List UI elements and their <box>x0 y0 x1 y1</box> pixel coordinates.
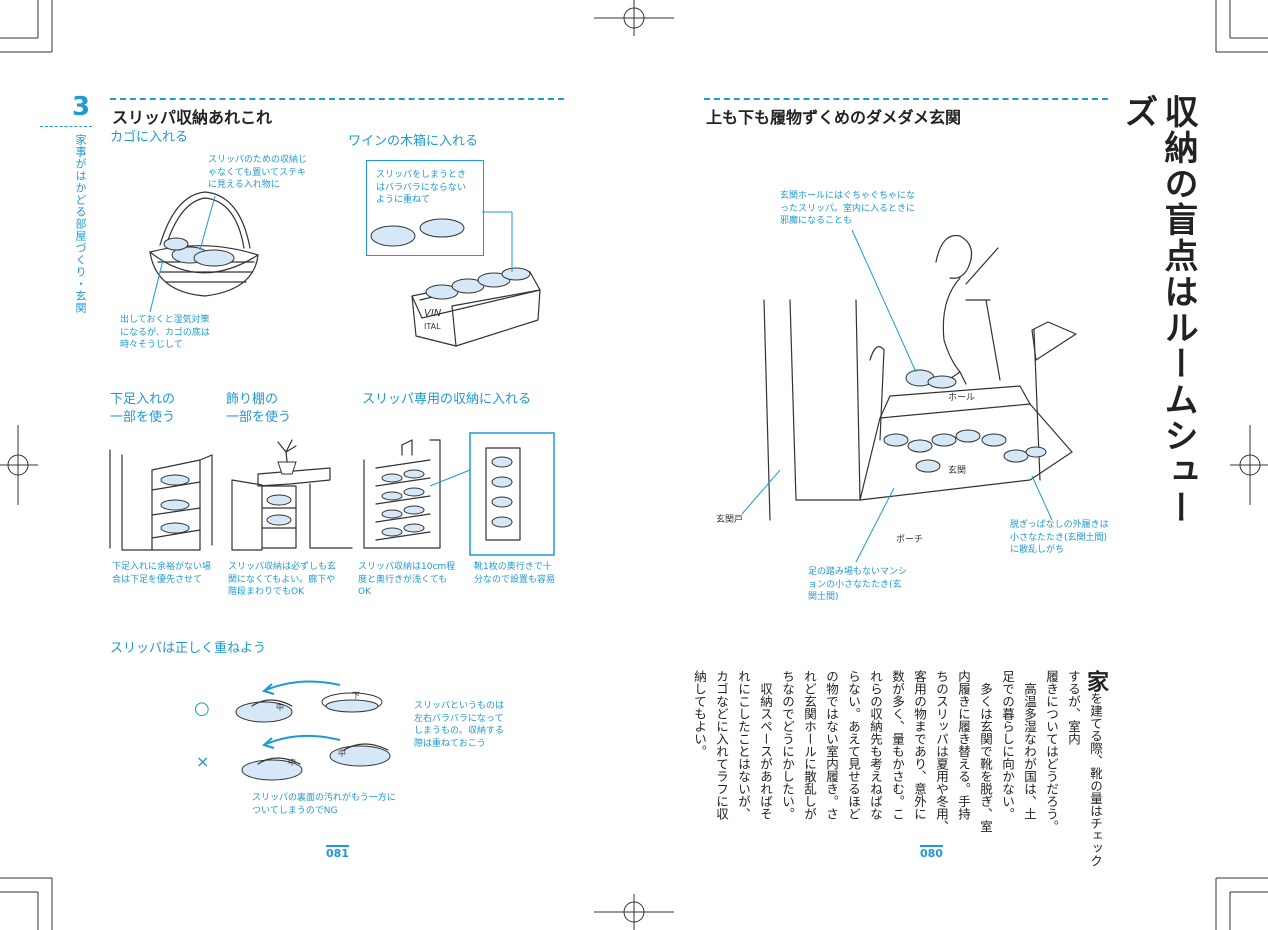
chapter-divider <box>40 126 92 127</box>
body-col-9: れらの収納先も考えねばな <box>868 670 883 820</box>
option3-note-2: 靴1枚の奥行きで十分なので設置も容易 <box>474 562 556 585</box>
entrance-label-genkan: 玄関 <box>948 466 967 476</box>
body-col-13: ちなのでどうにかしたい。 <box>780 670 795 820</box>
body-col-14: 収納スペースがあればそ <box>758 682 773 821</box>
right-page-title: 上も下も履物ずくめのダメダメ玄関 <box>706 108 962 127</box>
body-col-5: 内履きに履き替える。手持 <box>956 670 971 820</box>
body-col-12: れど玄関ホールに散乱しが <box>802 670 817 820</box>
body-text: 家を建てる際、靴の量はチェックするが、室内 履きについてはどうだろう。 高温多湿… <box>692 670 1108 870</box>
option3-heading: スリッパ専用の収納に入れる <box>362 392 532 407</box>
good-mark: ○ <box>194 698 210 719</box>
body-drop-cap: 家 <box>1083 670 1108 692</box>
option2-note: スリッパ収納は必ずしも玄関になくてもよい。廊下や階段まわりでもOK <box>228 562 337 597</box>
right-page-number: 080 <box>920 845 943 860</box>
wine-box-label-2: ITAL <box>424 322 441 331</box>
body-col-11: の物ではない室内履き。さ <box>824 670 839 820</box>
body-col-1: 履きについてはどうだろう。 <box>1044 670 1059 833</box>
entrance-note-bottom: 足の踏み場もないマンションの小さなたたき(玄関土間) <box>808 567 908 602</box>
page-title-rule <box>110 98 564 100</box>
option2-heading-2: 一部を使う <box>226 410 292 425</box>
option3-note-1: スリッパ収納は10cm程度と奥行きが浅くてもOK <box>358 562 456 597</box>
body-col-3: 足での暮らしに向かない。 <box>1000 670 1015 820</box>
vertical-title: 収納の盲点はルームシューズ <box>1118 94 1198 526</box>
entrance-note-right: 脱ぎっぱなしの外履きは小さなたたき(玄関土間)に散乱しがち <box>1010 520 1109 555</box>
body-col-4: 多くは玄関で靴を脱ぎ、室 <box>978 682 993 833</box>
kago-heading: カゴに入れる <box>110 130 189 145</box>
option2-heading-1: 飾り棚の <box>226 392 279 407</box>
wine-heading: ワインの木箱に入れる <box>348 134 479 149</box>
page-title: スリッパ収納あれこれ <box>112 108 273 127</box>
stack-good-note: スリッパというものは左右バラバラになってしまうもの。収納する際は重ねておこう <box>414 701 505 749</box>
label-shita: 下 <box>352 691 360 700</box>
option1-note: 下足入れに余裕がない場合は下足を優先させて <box>112 562 212 585</box>
body-col-8: 数が多く、量もかさむ。こ <box>890 670 905 820</box>
body-col-6: ちのスリッパは夏用や冬用、 <box>934 670 949 833</box>
kago-note-1: スリッパのための収納じゃなくても置いてステキに見える入れ物に <box>208 155 308 190</box>
right-page-title-rule <box>704 98 1108 100</box>
option1-heading-2: 一部を使う <box>110 410 176 425</box>
body-col-0: を建てる際、靴の量はチェックするが、室内 <box>1066 670 1103 867</box>
body-col-10: らない。あえて見せるほど <box>846 670 861 820</box>
label-naka-3: 中 <box>338 749 346 758</box>
left-page-number: 081 <box>326 845 349 860</box>
wine-note: スリッパをしまうときはバラバラにならないように重ねて <box>376 170 467 205</box>
entrance-label-porch: ポーチ <box>896 535 924 545</box>
stack-bad-note: スリッパの裏面の汚れがもう一方についてしまうのでNG <box>252 793 396 816</box>
option1-heading-1: 下足入れの <box>110 392 176 407</box>
body-col-15: れにこしたことはないが、 <box>736 670 751 820</box>
body-col-2: 高温多湿なわが国は、土 <box>1022 682 1037 821</box>
chapter-title: 家事がはかどる部屋づくり・玄関 <box>74 134 87 314</box>
chapter-number: 3 <box>72 92 91 122</box>
kago-note-2: 出しておくと湿気対策になるが、カゴの底は時々そうじして <box>120 315 210 350</box>
entrance-label-door: 玄関戸 <box>716 515 744 525</box>
body-col-7: 客用の物まであり、意外に <box>912 670 927 820</box>
entrance-note-top: 玄関ホールにはぐちゃぐちゃになったスリッパ。室内に入るときに邪魔になることも <box>780 191 916 226</box>
entrance-label-hall: ホール <box>948 393 976 403</box>
stack-heading: スリッパは正しく重ねよう <box>110 641 267 656</box>
body-col-17: 納してもよい。 <box>692 670 707 758</box>
body-col-16: カゴなどに入れてラフに収 <box>714 670 729 820</box>
wine-note-box <box>366 160 484 256</box>
label-naka-1: 中 <box>276 703 284 712</box>
body-block: 家を建てる際、靴の量はチェックするが、室内 履きについてはどうだろう。 高温多湿… <box>688 670 1108 870</box>
bad-mark: × <box>196 752 210 771</box>
label-naka-2: 中 <box>288 758 296 767</box>
wine-box-label-1: VIN <box>424 308 442 319</box>
